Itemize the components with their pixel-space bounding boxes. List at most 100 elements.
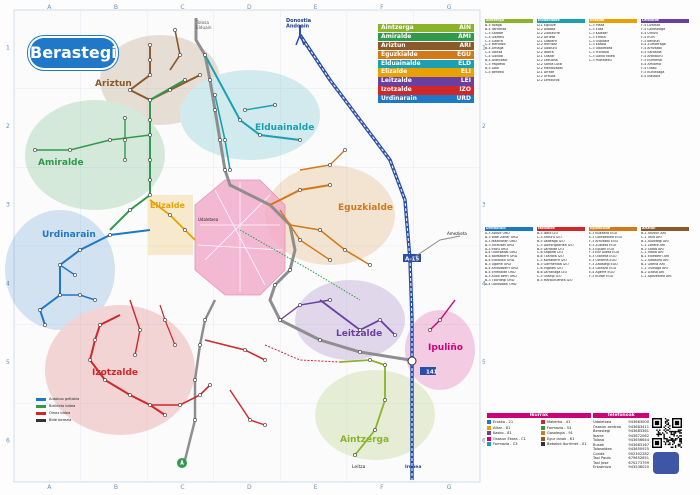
station-dot[interactable] [273, 103, 277, 107]
station-dot[interactable] [163, 413, 167, 417]
station-dot[interactable] [123, 116, 127, 120]
station-dot[interactable] [218, 138, 222, 142]
station-dot[interactable] [223, 168, 227, 172]
station-dot[interactable] [198, 343, 202, 347]
phone-number[interactable]: 943650925 [628, 447, 649, 451]
phone-number[interactable]: 670273799 [628, 460, 649, 465]
station-dot[interactable] [78, 293, 82, 297]
qr-code-icon[interactable] [652, 418, 682, 448]
station-dot[interactable] [298, 138, 302, 142]
phone-number[interactable]: 943656644 [628, 438, 649, 442]
station-dot[interactable] [368, 263, 372, 267]
phone-number[interactable]: 679652651 [628, 456, 649, 460]
station-dot[interactable] [203, 318, 207, 322]
station-dot[interactable] [148, 193, 152, 197]
station-dot[interactable] [148, 58, 152, 62]
station-dot[interactable] [93, 298, 97, 302]
station-dot[interactable] [108, 233, 112, 237]
station-dot[interactable] [148, 403, 152, 407]
station-dot[interactable] [98, 323, 102, 327]
station-dot[interactable] [128, 393, 132, 397]
phone-number[interactable]: 943683000 [628, 420, 649, 424]
station-dot[interactable] [193, 378, 197, 382]
station-dot[interactable] [298, 238, 302, 242]
station-dot[interactable] [343, 148, 347, 152]
station-dot[interactable] [438, 318, 442, 322]
station-dot[interactable] [393, 333, 397, 337]
station-dot[interactable] [298, 303, 302, 307]
station-dot[interactable] [163, 318, 167, 322]
station-dot[interactable] [128, 208, 132, 212]
station-dot[interactable] [103, 378, 107, 382]
app-icon[interactable] [653, 452, 679, 474]
phone-number[interactable]: 943683361 [628, 429, 649, 433]
station-dot[interactable] [148, 133, 152, 137]
station-dot[interactable] [133, 353, 137, 357]
station-dot[interactable] [223, 138, 227, 142]
station-dot[interactable] [368, 358, 372, 362]
station-dot[interactable] [358, 328, 362, 332]
phone-number[interactable]: 943672062 [628, 433, 649, 438]
station-dot[interactable] [373, 428, 377, 432]
station-dot[interactable] [298, 188, 302, 192]
station-dot[interactable] [278, 318, 282, 322]
phone-number[interactable]: 943683411 [628, 424, 649, 429]
station-dot[interactable] [383, 398, 387, 402]
station-dot[interactable] [183, 78, 187, 82]
station-dot[interactable] [238, 118, 242, 122]
station-dot[interactable] [148, 73, 152, 77]
station-dot[interactable] [318, 228, 322, 232]
station-dot[interactable] [128, 88, 132, 92]
station-dot[interactable] [58, 293, 62, 297]
station-dot[interactable] [208, 78, 212, 82]
station-dot[interactable] [108, 138, 112, 142]
station-dot[interactable] [148, 178, 152, 182]
station-dot[interactable] [178, 403, 182, 407]
station-dot[interactable] [178, 53, 182, 57]
station-dot[interactable] [328, 163, 332, 167]
station-dot[interactable] [383, 363, 387, 367]
station-dot[interactable] [68, 148, 72, 152]
station-dot[interactable] [343, 248, 347, 252]
station-dot[interactable] [428, 328, 432, 332]
station-dot[interactable] [33, 148, 37, 152]
station-dot[interactable] [248, 418, 252, 422]
station-dot[interactable] [148, 118, 152, 122]
station-dot[interactable] [358, 350, 362, 354]
station-dot[interactable] [198, 73, 202, 77]
station-dot[interactable] [148, 43, 152, 47]
station-dot[interactable] [228, 168, 232, 172]
station-dot[interactable] [193, 418, 197, 422]
station-dot[interactable] [243, 348, 247, 352]
station-dot[interactable] [213, 108, 217, 112]
station-dot[interactable] [43, 323, 47, 327]
station-dot[interactable] [208, 383, 212, 387]
station-dot[interactable] [263, 358, 267, 362]
station-dot[interactable] [138, 328, 142, 332]
station-dot[interactable] [353, 453, 357, 457]
station-dot[interactable] [123, 138, 127, 142]
station-dot[interactable] [328, 183, 332, 187]
station-dot[interactable] [273, 283, 277, 287]
station-dot[interactable] [318, 338, 322, 342]
station-dot[interactable] [328, 298, 332, 302]
station-dot[interactable] [183, 228, 187, 232]
station-dot[interactable] [58, 263, 62, 267]
station-dot[interactable] [173, 343, 177, 347]
station-dot[interactable] [168, 88, 172, 92]
phone-number[interactable]: 943538020 [628, 465, 649, 469]
station-dot[interactable] [263, 423, 267, 427]
station-dot[interactable] [88, 358, 92, 362]
station-dot[interactable] [148, 98, 152, 102]
station-dot[interactable] [198, 393, 202, 397]
station-dot[interactable] [328, 258, 332, 262]
station-dot[interactable] [168, 213, 172, 217]
station-dot[interactable] [258, 133, 262, 137]
station-dot[interactable] [378, 318, 382, 322]
station-dot[interactable] [78, 248, 82, 252]
phone-number[interactable]: 943683167 [628, 442, 649, 447]
station-dot[interactable] [123, 158, 127, 162]
station-dot[interactable] [173, 28, 177, 32]
station-dot[interactable] [213, 93, 217, 97]
station-dot[interactable] [243, 108, 247, 112]
